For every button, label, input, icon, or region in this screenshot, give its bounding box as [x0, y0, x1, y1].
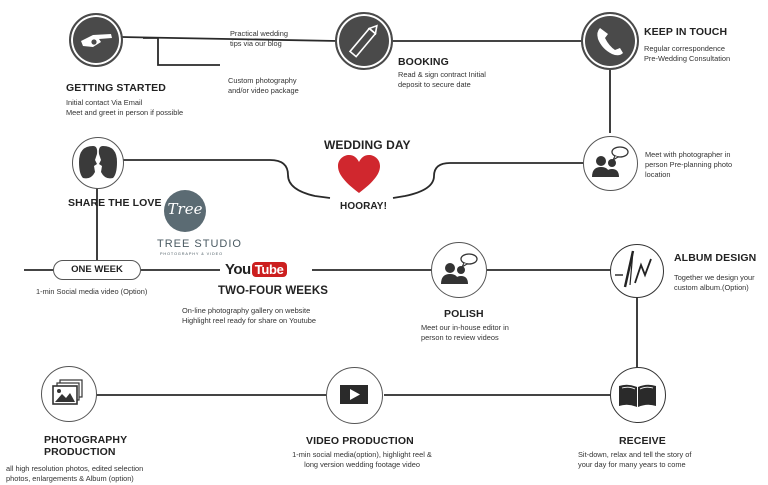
- open-book-icon: [619, 384, 656, 407]
- one-week-desc: 1-min Social media video (Option): [36, 287, 148, 296]
- share-the-love-node: [72, 137, 124, 189]
- practical-tips-note: Practical wedding tips via our blog: [230, 29, 288, 48]
- meet-photographer-desc: Meet with photographer in person Pre-pla…: [645, 150, 733, 179]
- keep-in-touch-title: KEEP IN TOUCH: [644, 26, 728, 38]
- photography-production-desc: all high resolution photos, edited selec…: [6, 464, 144, 483]
- youtube-tube: Tube: [251, 262, 287, 277]
- two-four-weeks-title: TWO-FOUR WEEKS: [218, 285, 328, 297]
- custom-package-note: Custom photography and/or video package: [228, 76, 299, 95]
- meet-photographer-node: [583, 136, 638, 191]
- getting-started-title: GETTING STARTED: [66, 82, 166, 94]
- heart-icon: [338, 155, 380, 193]
- kissing-couple-icon: [79, 146, 117, 179]
- pointing-hand-icon: [81, 34, 112, 47]
- drawing-pen-icon: [615, 250, 652, 288]
- video-production-node: [326, 367, 383, 424]
- two-four-weeks-desc: On-line photography gallery on website H…: [182, 306, 316, 325]
- brand-tagline: PHOTOGRAPHY & VIDEO: [160, 252, 223, 256]
- getting-started-desc: Initial contact Via Email Meet and greet…: [66, 98, 184, 117]
- hooray-label: HOORAY!: [340, 201, 388, 212]
- booking-title: BOOKING: [398, 56, 449, 68]
- album-design-node: [610, 244, 664, 298]
- receive-desc: Sit-down, relax and tell the story of yo…: [578, 450, 692, 469]
- video-production-title: VIDEO PRODUCTION: [306, 435, 414, 447]
- share-the-love-title: SHARE THE LOVE: [68, 197, 162, 209]
- photo-stack-icon: [52, 379, 83, 405]
- booking-node: [335, 12, 393, 70]
- youtube-you: You: [225, 261, 251, 278]
- keep-in-touch-desc: Regular correspondence Pre-Wedding Consu…: [644, 44, 731, 63]
- polish-title: POLISH: [444, 308, 484, 320]
- photography-production-title: PHOTOGRAPHY PRODUCTION: [44, 434, 128, 458]
- photography-production-node: [41, 366, 97, 422]
- booking-desc: Read & sign contract Initial deposit to …: [398, 70, 486, 89]
- brand-name: TREE STUDIO: [157, 238, 242, 250]
- album-design-desc: Together we design your custom album.(Op…: [674, 273, 755, 292]
- keep-in-touch-node: [581, 12, 639, 70]
- wedding-day-title: WEDDING DAY: [324, 138, 411, 152]
- polish-desc: Meet our in-house editor in person to re…: [421, 323, 509, 342]
- receive-title: RECEIVE: [619, 435, 666, 447]
- receive-node: [610, 367, 666, 423]
- one-week-pill: ONE WEEK: [53, 260, 141, 280]
- album-design-title: ALBUM DESIGN: [674, 252, 757, 264]
- phone-icon: [597, 28, 623, 56]
- people-chat-icon: [441, 253, 478, 284]
- video-production-desc: 1-min social media(option), highlight re…: [292, 450, 432, 469]
- pen-icon: [348, 24, 378, 58]
- play-icon: [340, 385, 368, 404]
- getting-started-node: [69, 13, 123, 67]
- people-chat-icon: [592, 146, 629, 177]
- polish-node: [431, 242, 487, 298]
- tree-studio-logo: Tree: [164, 190, 206, 232]
- tree-logo-script: Tree: [167, 200, 203, 218]
